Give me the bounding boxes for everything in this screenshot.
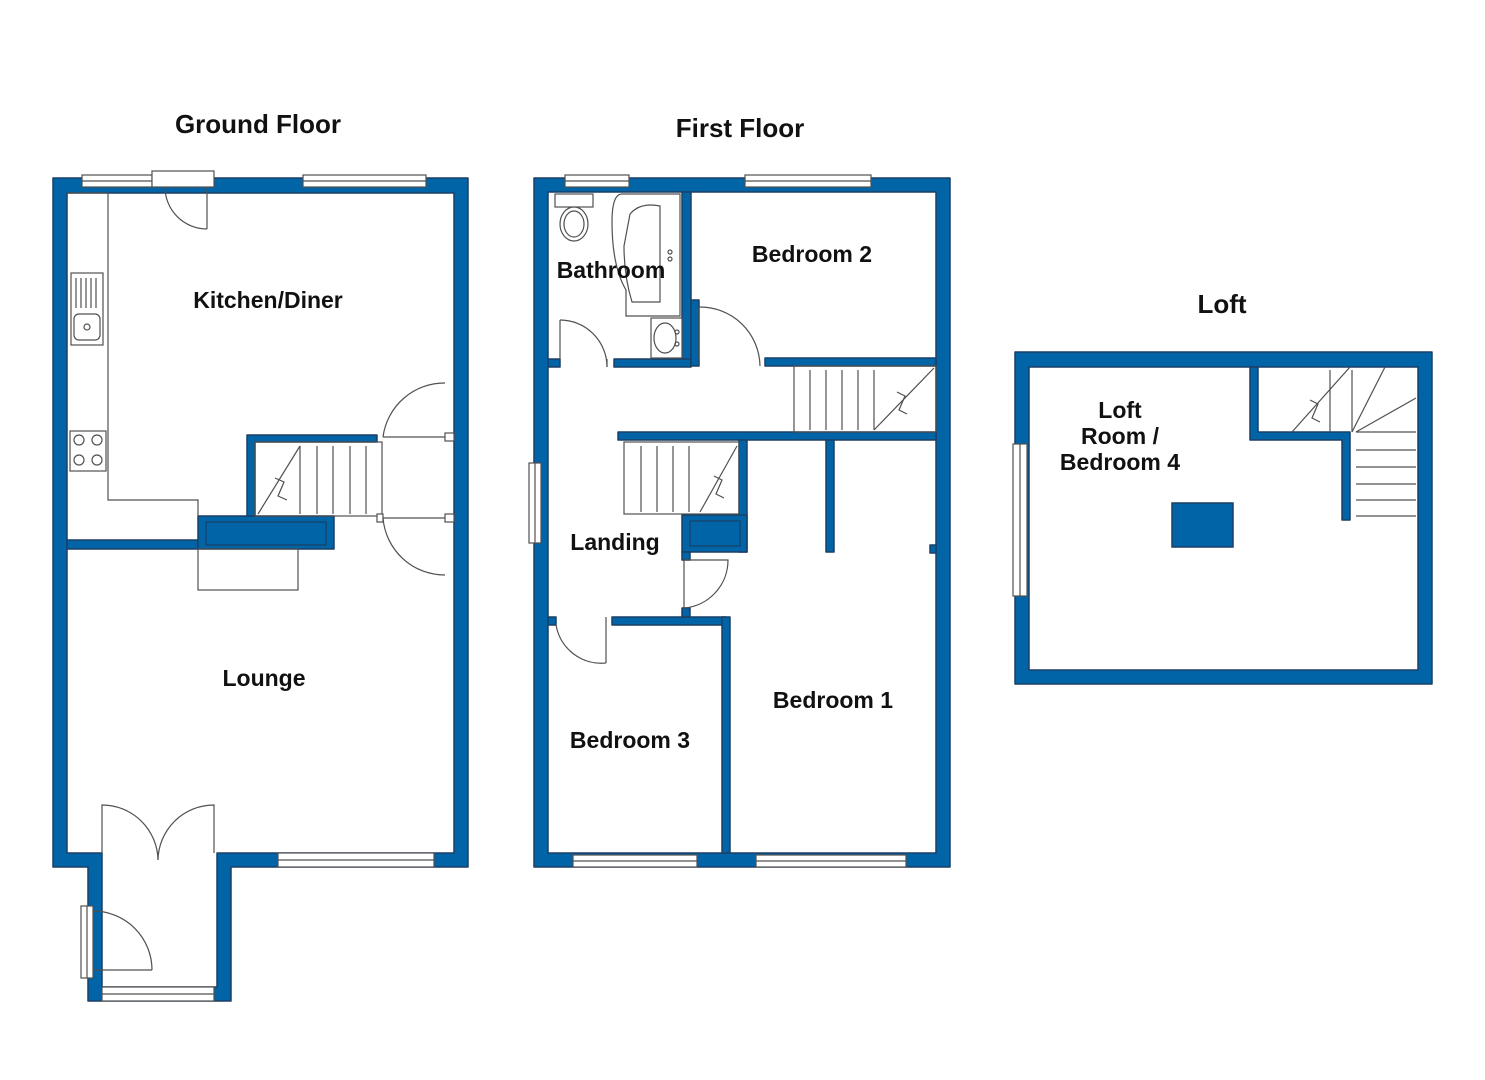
- porch-double-door: [101, 804, 215, 861]
- landing-label: Landing: [570, 529, 659, 555]
- bedroom3-label: Bedroom 3: [570, 727, 690, 753]
- hearth: [197, 548, 299, 591]
- kitchen-lounge-door: [376, 382, 455, 576]
- bedroom1-top-wall: [617, 431, 937, 441]
- bedroom1-label: Bedroom 1: [773, 687, 893, 713]
- bedroom2-wall: [764, 357, 937, 367]
- bedroom3-door: [555, 617, 607, 664]
- ground-stair-wall: [246, 434, 378, 517]
- chimney-breast: [197, 515, 335, 550]
- loft-room-label-line2: Room /: [1081, 423, 1160, 449]
- bathroom-door: [559, 319, 608, 368]
- bedroom2-wall: [690, 299, 700, 367]
- kitchen-worktop: [67, 192, 199, 516]
- bathroom-label: Bathroom: [557, 257, 666, 283]
- bedroom3-wall: [611, 616, 727, 626]
- bathroom-wall: [547, 358, 561, 368]
- basin: [650, 317, 683, 359]
- bath: [611, 193, 681, 317]
- landing-cupboard-wall: [681, 551, 691, 561]
- first-floor-title: First Floor: [676, 113, 805, 143]
- landing-cupboard-door: [683, 559, 729, 609]
- loft-stair-wall: [1249, 366, 1351, 521]
- ground-stairs: [254, 441, 383, 517]
- bedroom1-bedroom3-wall: [721, 616, 731, 854]
- loft-stairs: [1291, 366, 1417, 517]
- roof-window: [1171, 502, 1234, 548]
- bedroom2-label: Bedroom 2: [752, 241, 872, 267]
- bedroom3-wall: [547, 616, 557, 626]
- first-stairs-lower: [623, 441, 740, 515]
- kitchen-label: Kitchen/Diner: [193, 287, 343, 313]
- kitchen-hob: [69, 430, 107, 472]
- ground-floor-title: Ground Floor: [175, 109, 341, 139]
- ground-floor: Ground Floor Kitchen/Diner Lounge: [52, 109, 469, 1002]
- airing-cupboard-inner: [689, 520, 741, 547]
- bedroom2-door: [698, 306, 761, 367]
- bathroom-wall: [613, 358, 692, 368]
- chimney-inner: [205, 521, 327, 546]
- loft-floor: Loft Loft Room / Bedroom 4: [1012, 289, 1433, 685]
- loft-room-label-line3: Bedroom 4: [1060, 449, 1180, 475]
- toilet: [554, 193, 594, 242]
- ground-outer-wall: [52, 177, 469, 1002]
- back-door: [151, 170, 215, 230]
- front-door: [92, 910, 153, 971]
- lounge-label: Lounge: [222, 665, 305, 691]
- loft-title: Loft: [1197, 289, 1246, 319]
- landing-cupboard-wall: [681, 607, 691, 618]
- bathroom-wall: [681, 191, 692, 367]
- first-floor: First Floor Bathroom Bedroom 2 Landing B…: [528, 113, 951, 868]
- bedroom1-wall-stub: [825, 439, 835, 553]
- kitchen-sink: [70, 272, 104, 346]
- loft-room-label-line1: Loft: [1098, 397, 1142, 423]
- bedroom1-wall-stub: [929, 544, 937, 554]
- first-stairs-upper: [793, 365, 937, 433]
- ground-dividing-wall: [66, 539, 199, 550]
